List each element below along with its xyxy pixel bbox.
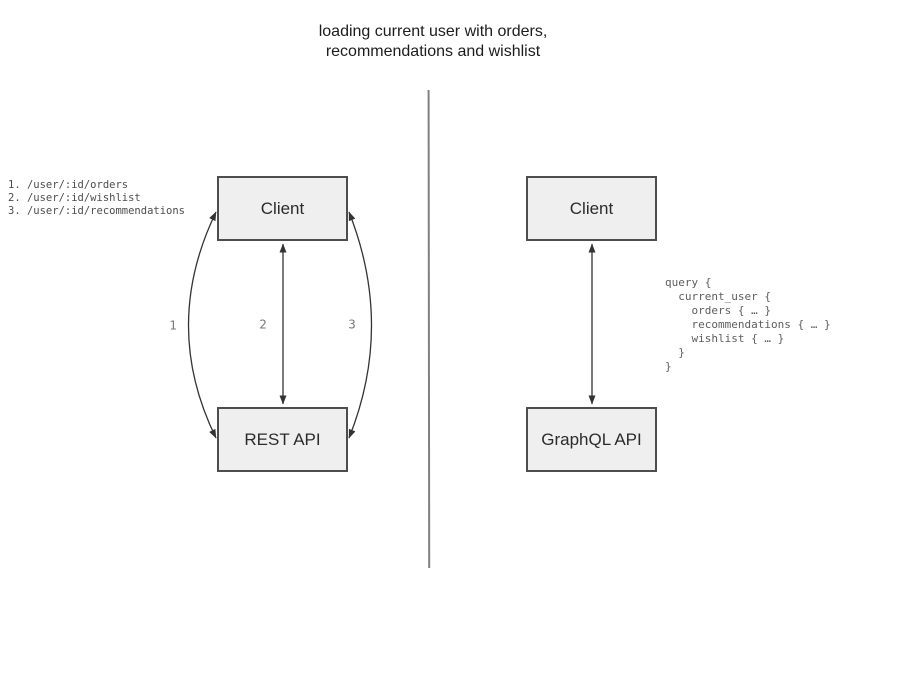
query-line: recommendations { … } — [665, 318, 831, 331]
rest-endpoints-list: 1. /user/:id/orders 2. /user/:id/wishlis… — [8, 179, 185, 218]
graphql-api-node-label: GraphQL API — [541, 429, 642, 449]
rest-endpoint-wishlist: 2. /user/:id/wishlist — [8, 192, 141, 204]
rest-endpoint-recommendations: 3. /user/:id/recommendations — [8, 205, 186, 217]
rest-client-node-label: Client — [260, 198, 305, 218]
rest-endpoint-orders: 1. /user/:id/orders — [8, 179, 129, 191]
query-line: } — [665, 346, 685, 359]
rest-arrow-1-curve — [187, 211, 217, 439]
rest-arrow-label-3: 3 — [348, 316, 356, 332]
diagram-title: loading current user with orders, recomm… — [233, 22, 633, 62]
query-line: query { — [665, 276, 712, 289]
rest-client-node: Client — [217, 176, 348, 241]
rest-api-node-label: REST API — [244, 429, 321, 449]
graphql-api-node: GraphQL API — [526, 407, 657, 472]
rest-api-node: REST API — [217, 407, 348, 472]
diagram-title-line1: loading current user with orders, — [318, 23, 548, 40]
graphql-client-node-label: Client — [569, 198, 614, 218]
diagram-title-line2: recommendations and wishlist — [325, 43, 541, 60]
query-line: orders { … } — [665, 304, 771, 317]
rest-arrow-label-1: 1 — [169, 317, 177, 333]
query-line: current_user { — [665, 290, 771, 303]
rest-arrow-label-2: 2 — [259, 316, 267, 332]
query-line: } — [665, 360, 672, 373]
query-line: wishlist { … } — [665, 332, 785, 345]
graphql-query-snippet: query { current_user { orders { … } reco… — [665, 276, 831, 374]
panel-divider-line — [427, 89, 431, 569]
graphql-client-node: Client — [526, 176, 657, 241]
